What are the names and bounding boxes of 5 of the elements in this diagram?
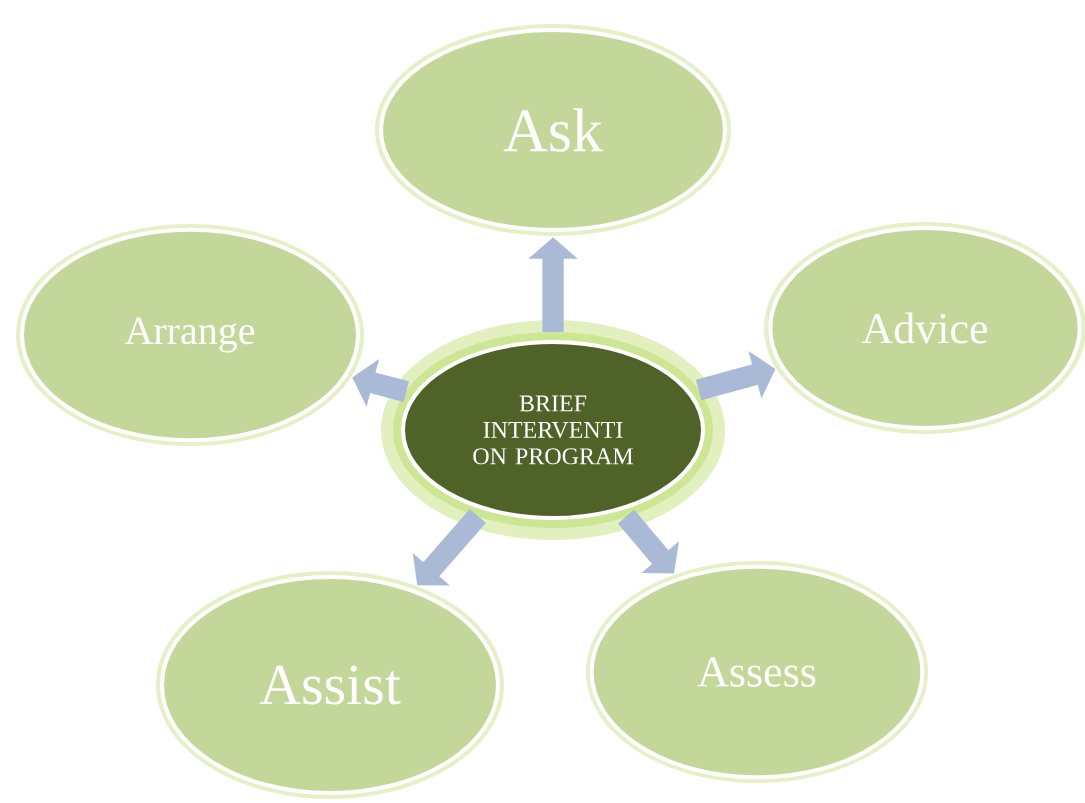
ellipse-node: Assist (156, 571, 504, 799)
ellipse-node: Ask (375, 24, 731, 236)
ellipse-node: Arrange (16, 224, 364, 446)
block-arrow (617, 509, 680, 574)
ellipse-node: Assess (586, 561, 928, 783)
